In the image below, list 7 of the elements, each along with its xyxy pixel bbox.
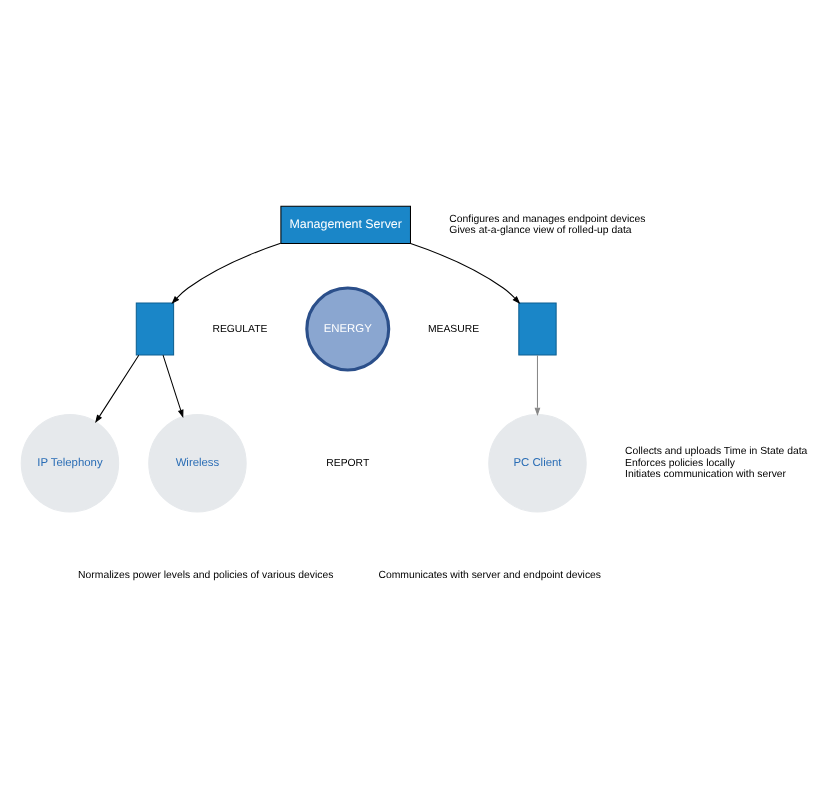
- node-box: [518, 302, 557, 356]
- arrow: [171, 242, 282, 305]
- arrow: [410, 243, 521, 305]
- node-box: [135, 302, 175, 356]
- arrow: [95, 354, 140, 424]
- arrow: [534, 354, 541, 416]
- arrow: [162, 354, 184, 418]
